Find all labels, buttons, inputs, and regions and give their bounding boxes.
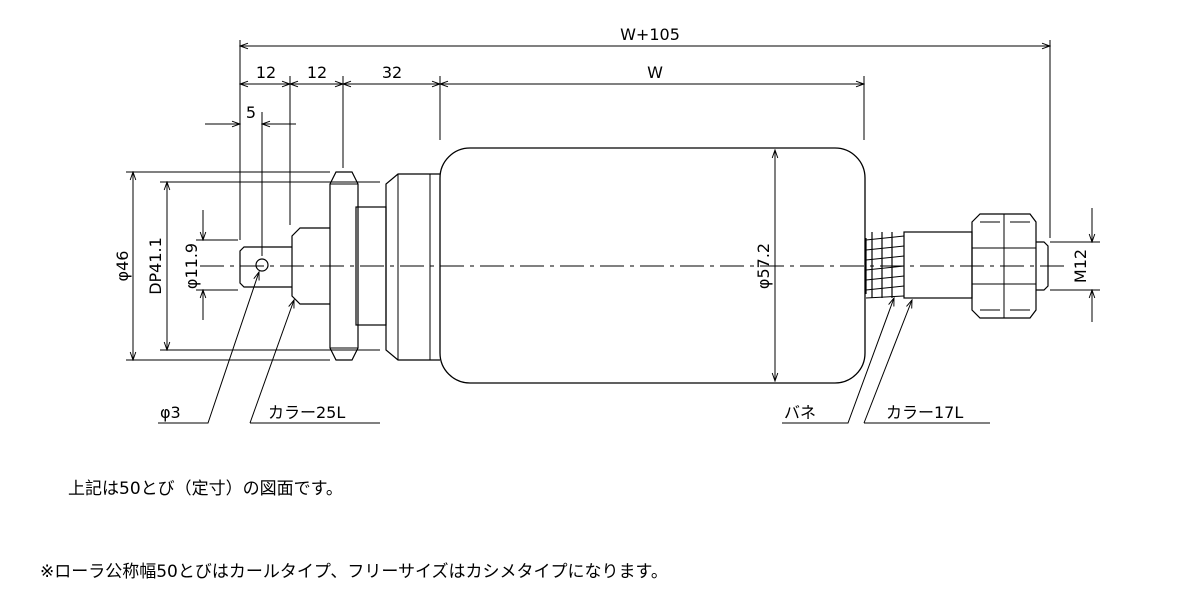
callout-hole-label: φ3 <box>160 403 181 422</box>
neck <box>355 206 387 326</box>
callouts: φ3 カラー25L バネ カラー17L <box>158 272 990 424</box>
note-standard-size: 上記は50とび（定寸）の図面です。 <box>68 479 343 499</box>
flange <box>329 171 359 361</box>
dim-seg2-label: 12 <box>307 63 327 82</box>
collar-17l <box>903 231 973 299</box>
dim-small-label: 5 <box>246 103 256 122</box>
dimensions: W+105 12 12 32 W 5 φ46 DP41.1 φ11.9 φ <box>113 25 1100 381</box>
dim-seg3-label: 32 <box>382 63 402 82</box>
dim-overall-label: W+105 <box>620 25 680 44</box>
dim-d572-label: φ57.2 <box>754 243 773 289</box>
callout-spring-label: バネ <box>784 403 816 422</box>
dim-d46-label: φ46 <box>113 251 132 282</box>
callout-collar25-label: カラー25L <box>268 403 345 422</box>
dim-seg1-label: 12 <box>256 63 276 82</box>
dim-d119-label: φ11.9 <box>182 243 201 289</box>
hole-3 <box>255 258 269 272</box>
callout-collar17-label: カラー17L <box>886 403 963 422</box>
dim-m12-label: M12 <box>1071 249 1090 283</box>
dim-dp-label: DP41.1 <box>146 237 165 295</box>
shaft-left <box>239 246 292 288</box>
spring <box>865 232 905 299</box>
note-types: ※ローラ公称幅50とびはカールタイプ、フリーサイズはカシメタイプになります。 <box>40 562 668 582</box>
end-cap <box>385 173 440 361</box>
dim-body-length-label: W <box>647 63 663 82</box>
